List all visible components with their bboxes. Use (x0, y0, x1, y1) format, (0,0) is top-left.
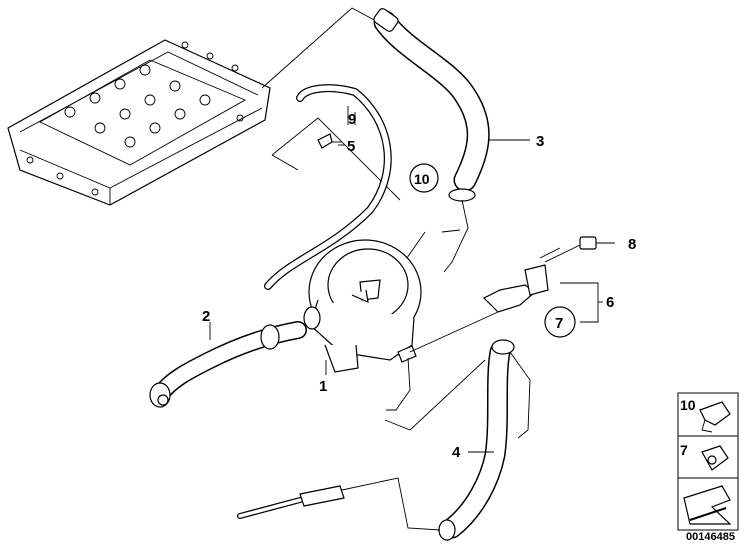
svg-text:10: 10 (414, 171, 430, 187)
leader-lower (341, 359, 486, 531)
callout-4: 4 (452, 444, 461, 461)
clip-5 (317, 133, 342, 149)
callout-7-circled: 7 (544, 306, 576, 338)
bracket-6 (409, 247, 561, 353)
callout-5: 5 (347, 138, 355, 155)
hose-9 (264, 84, 392, 290)
callout-9: 9 (348, 111, 356, 128)
callout-10-circled: 10 (409, 163, 439, 193)
hose-3 (373, 8, 490, 273)
svg-text:7: 7 (555, 315, 563, 332)
clamp-icon (699, 401, 731, 433)
leader-cover (261, 7, 401, 201)
oil-separator (303, 239, 422, 411)
clip-icon (701, 445, 729, 471)
callout-8: 8 (628, 236, 636, 253)
bolt-8 (544, 236, 612, 263)
valve-cover (7, 39, 271, 206)
callout-6: 6 (606, 294, 614, 311)
callout-3: 3 (536, 133, 544, 150)
arrow-icon (683, 485, 732, 525)
legend-item-10: 10 (680, 397, 696, 413)
legend-item-7: 7 (680, 442, 688, 458)
document-number: 00146485 (686, 531, 735, 543)
callout-2: 2 (202, 308, 210, 325)
leader-10b (441, 229, 461, 233)
hose-2 (149, 321, 307, 408)
hose-4 (438, 339, 531, 541)
callout-1: 1 (319, 378, 327, 395)
sensor-tube (237, 485, 345, 519)
callout-leaders (209, 112, 615, 453)
legend-box: 10 7 (677, 392, 739, 531)
